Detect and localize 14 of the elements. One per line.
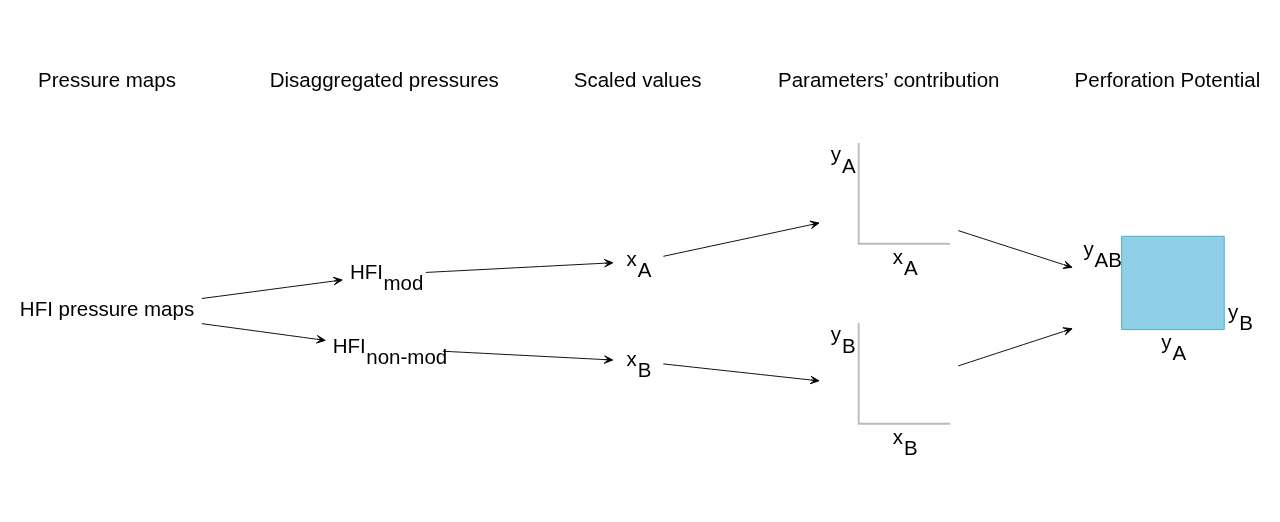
arrow	[442, 350, 614, 364]
arrow	[201, 322, 326, 343]
arrow	[662, 220, 820, 257]
node-text: HFI pressure maps	[19, 296, 195, 320]
label: Parameters’ contribution	[778, 67, 1000, 91]
label: Scaled values	[573, 67, 702, 91]
label: Perforation Potential	[1074, 67, 1261, 91]
arrow	[957, 326, 1073, 366]
label: Disaggregated pressures	[269, 67, 499, 91]
arrow	[425, 258, 614, 273]
arrow	[957, 229, 1073, 269]
arrow	[201, 276, 343, 299]
label: Pressure maps	[38, 67, 176, 91]
arrow	[662, 362, 820, 384]
